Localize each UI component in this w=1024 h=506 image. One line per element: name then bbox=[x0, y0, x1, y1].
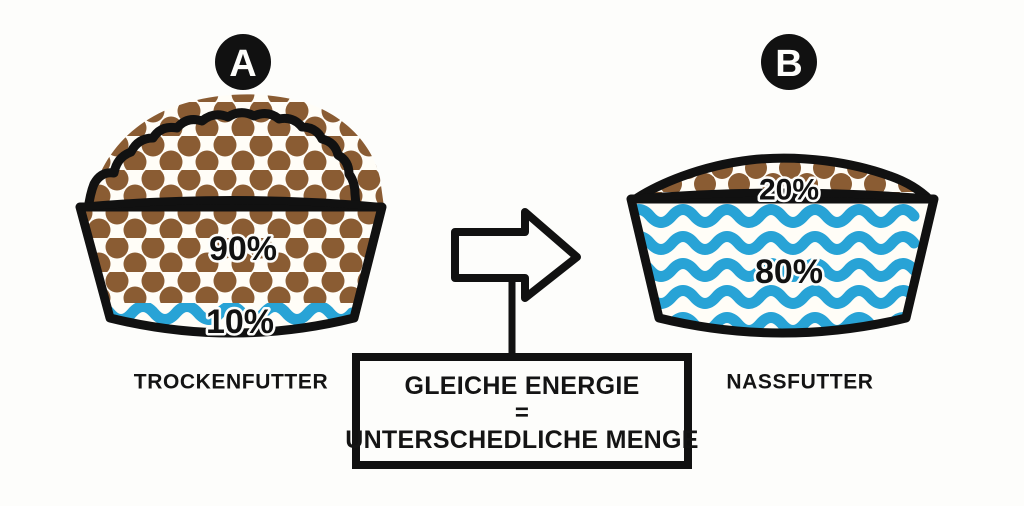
badge-a-label: A bbox=[229, 43, 256, 85]
bowl-a-solid-fill bbox=[80, 207, 382, 303]
badge-a: A bbox=[215, 34, 271, 90]
bowl-b-water-fill bbox=[631, 199, 934, 332]
bowl-b-rim bbox=[627, 188, 938, 203]
bowl-a-body-outline bbox=[75, 202, 387, 338]
bowl-b-body-outline bbox=[626, 194, 939, 338]
caption-dry-food: TROCKENFUTTER bbox=[134, 371, 328, 394]
panel-wet-food: B bbox=[626, 34, 939, 394]
caption-wet-food: NASSFUTTER bbox=[726, 371, 873, 394]
callout-line-2: UNTERSCHEDLICHE MENGE bbox=[345, 426, 699, 454]
callout-line-1: GLEICHE ENERGIE bbox=[404, 372, 639, 400]
bowl-b-mound-outline bbox=[629, 153, 935, 205]
bowl-b-water-percent: 80% bbox=[755, 253, 823, 291]
bowl-a-water-percent: 10% bbox=[206, 303, 274, 341]
bowl-a-solid-percent: 90% bbox=[209, 230, 277, 268]
badge-a-circle bbox=[215, 34, 271, 90]
badge-b-circle bbox=[761, 34, 817, 90]
bowl-a-mound-outline bbox=[83, 108, 361, 215]
badge-b: B bbox=[761, 34, 817, 90]
callout-box: GLEICHE ENERGIE = UNTERSCHEDLICHE MENGE bbox=[345, 353, 699, 469]
right-arrow-icon bbox=[451, 208, 581, 302]
callout-box-frame bbox=[352, 353, 692, 469]
badge-b-label: B bbox=[775, 43, 802, 85]
callout-equals: = bbox=[515, 400, 529, 427]
bowl-b-solid-percent: 20% bbox=[759, 174, 819, 207]
bowl-a-rim bbox=[76, 196, 386, 211]
